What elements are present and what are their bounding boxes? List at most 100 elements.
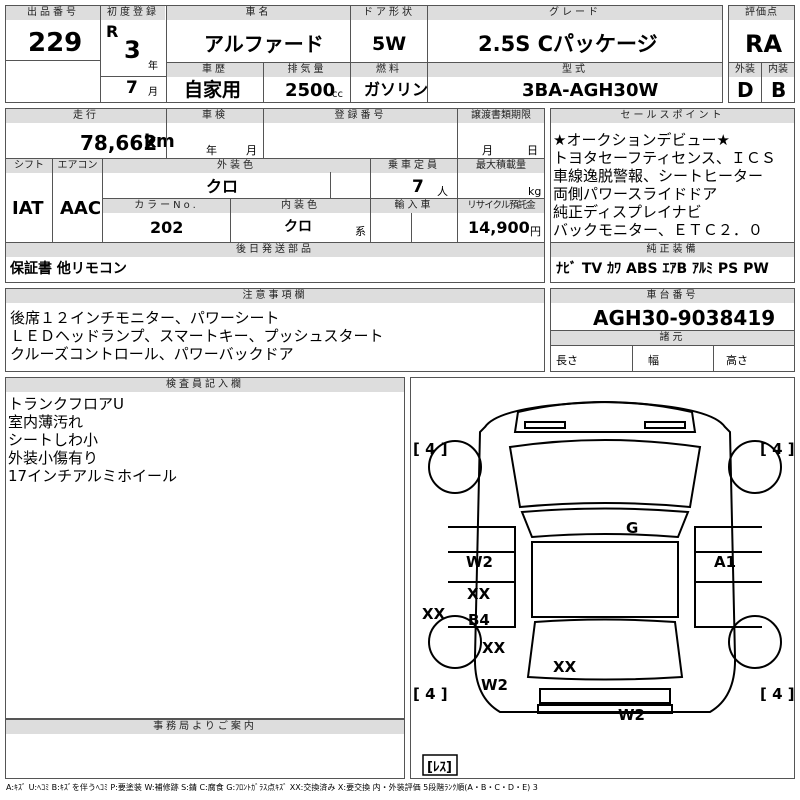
damage-mark: W2	[466, 553, 493, 571]
transfer-label: 譲渡書類期限	[458, 109, 544, 123]
shift-value: IAT	[12, 198, 44, 219]
lot-number: 229	[28, 28, 83, 58]
color-no-value: 202	[150, 218, 184, 237]
import-label: 輸入車	[371, 199, 457, 213]
tire-front-right: [ 4 ]	[760, 440, 795, 458]
history-value: 自家用	[184, 79, 242, 101]
inspector-line: 室内薄汚れ	[8, 413, 84, 431]
lot-label: 出品番号	[6, 6, 100, 20]
notes-label: 注意事項欄	[6, 289, 544, 303]
capacity-value: 7	[412, 177, 424, 197]
model-label: 型式	[428, 63, 722, 77]
grade-value: 2.5S Cパッケージ	[478, 32, 658, 56]
capacity-unit: 人	[437, 185, 448, 198]
reg-era: R	[106, 22, 119, 41]
equipment-value: ﾅﾋﾞ TV ｶﾜ ABS ｴｱB ｱﾙﾐ PS PW	[556, 261, 769, 277]
office-label: 事務局よりご案内	[6, 720, 404, 734]
inspector-line: トランクフロアU	[8, 395, 124, 413]
fuel-label: 燃料	[351, 63, 427, 77]
displacement-label: 排気量	[264, 63, 350, 77]
chassis-label: 車台番号	[551, 289, 794, 303]
history-label: 車歴	[167, 63, 263, 77]
transfer-month-unit: 月	[482, 144, 493, 157]
damage-mark: XX	[482, 639, 506, 657]
door-type: 5W	[372, 33, 407, 55]
grade-label: グレード	[428, 6, 722, 20]
damage-mark: XX	[553, 658, 577, 676]
damage-mark: W2	[481, 676, 508, 694]
specs-label: 諸元	[551, 331, 794, 345]
note-line: 後席１２インチモニター、パワーシート	[10, 309, 280, 327]
exterior-color-value: クロ	[206, 177, 239, 196]
car-diagram-box	[410, 377, 795, 779]
inspector-line: 17インチアルミホイール	[8, 467, 177, 485]
spare-tire: [ﾚｽ]	[427, 760, 452, 775]
spec-length-label: 長さ	[556, 354, 578, 367]
equipment-label: 純正装備	[551, 243, 794, 257]
aircon-value: AAC	[60, 198, 102, 219]
inspector-label: 検査員記入欄	[6, 378, 404, 392]
damage-mark: W2	[618, 706, 645, 724]
fuel-value: ガソリン	[364, 80, 429, 99]
aircon-label: エアコン	[53, 159, 102, 173]
spec-height-label: 高さ	[726, 354, 748, 367]
later-items-value: 保証書 他リモコン	[10, 261, 127, 277]
reg-year-unit: 年	[148, 61, 158, 72]
interior-color-label: 内装色	[231, 199, 370, 213]
sales-point: 純正ディスプレイナビ	[553, 203, 702, 221]
score-interior: B	[771, 78, 787, 102]
interior-color-unit: 系	[355, 225, 366, 238]
mileage-label: 走行	[6, 109, 166, 123]
chassis-number: AGH30-9038419	[593, 306, 776, 330]
inspection-month-unit: 月	[246, 144, 257, 157]
door-label: ドア形状	[351, 6, 427, 20]
score-exterior: D	[737, 78, 754, 102]
car-name: アルファード	[204, 32, 324, 56]
capacity-label: 乗車定員	[371, 159, 457, 173]
note-line: ＬＥＤヘッドランプ、スマートキー、プッシュスタート	[10, 327, 384, 345]
interior-color-value: クロ	[284, 219, 312, 235]
model-value: 3BA-AGH30W	[522, 80, 659, 101]
reg-year: 3	[124, 36, 141, 64]
later-items-label: 後日発送部品	[6, 243, 544, 257]
note-line: クルーズコントロール、パワーバックドア	[10, 345, 294, 363]
car-diagram: [ 4 ] [ 4 ] [ 4 ] [ 4 ] [ﾚｽ] G W2 A1 XX …	[413, 400, 795, 776]
score-label: 評価点	[729, 6, 794, 20]
tire-rear-left: [ 4 ]	[413, 685, 448, 703]
tire-front-left: [ 4 ]	[413, 440, 448, 458]
spec-width-label: 幅	[648, 354, 659, 367]
damage-mark: XX	[422, 605, 446, 623]
damage-mark: A1	[714, 553, 736, 571]
score-ext-label: 外装	[729, 63, 761, 77]
max-load-label: 最大積載量	[458, 159, 544, 173]
vehicle-info-section	[5, 108, 545, 283]
sales-point: 車線逸脱警報、シートヒーター	[553, 167, 764, 185]
color-no-label: カラーNo.	[103, 199, 230, 213]
sales-points-box	[550, 108, 795, 283]
recycle-unit: 円	[530, 225, 541, 238]
recycle-value: 14,900	[468, 218, 530, 237]
plate-label: 登録番号	[264, 109, 457, 123]
notes-box	[5, 288, 545, 372]
sales-point: トヨタセーフティセンス、ＩＣＳ	[553, 149, 776, 167]
sales-point: 両側パワースライドドア	[553, 185, 718, 203]
recycle-label: リサイクル預託金	[458, 199, 544, 213]
reg-label: 初度登録	[101, 6, 165, 20]
notes-list: 後席１２インチモニター、パワーシート ＬＥＤヘッドランプ、スマートキー、プッシュ…	[10, 309, 384, 363]
legend: A:ｷｽﾞ U:ﾍｺﾐ B:ｷｽﾞを伴うﾍｺﾐ P:要塗装 W:補修跡 S:錆 …	[6, 783, 538, 792]
max-load-unit: kg	[528, 185, 542, 198]
inspector-line: 外装小傷有り	[8, 449, 99, 467]
score-int-label: 内装	[762, 63, 794, 77]
sales-point: ★オークションデビュー★	[553, 131, 730, 149]
inspection-label: 車検	[167, 109, 263, 123]
displacement-unit: cc	[332, 89, 343, 100]
reg-month: 7	[126, 78, 138, 98]
displacement-value: 2500	[285, 80, 336, 101]
damage-mark: XX	[467, 585, 491, 603]
inspection-year-unit: 年	[206, 144, 217, 157]
exterior-color-label: 外装色	[103, 159, 370, 173]
sales-points-label: セールスポイント	[551, 109, 794, 123]
damage-mark: G	[626, 519, 638, 537]
tire-rear-right: [ 4 ]	[760, 685, 795, 703]
car-name-label: 車名	[167, 6, 350, 20]
